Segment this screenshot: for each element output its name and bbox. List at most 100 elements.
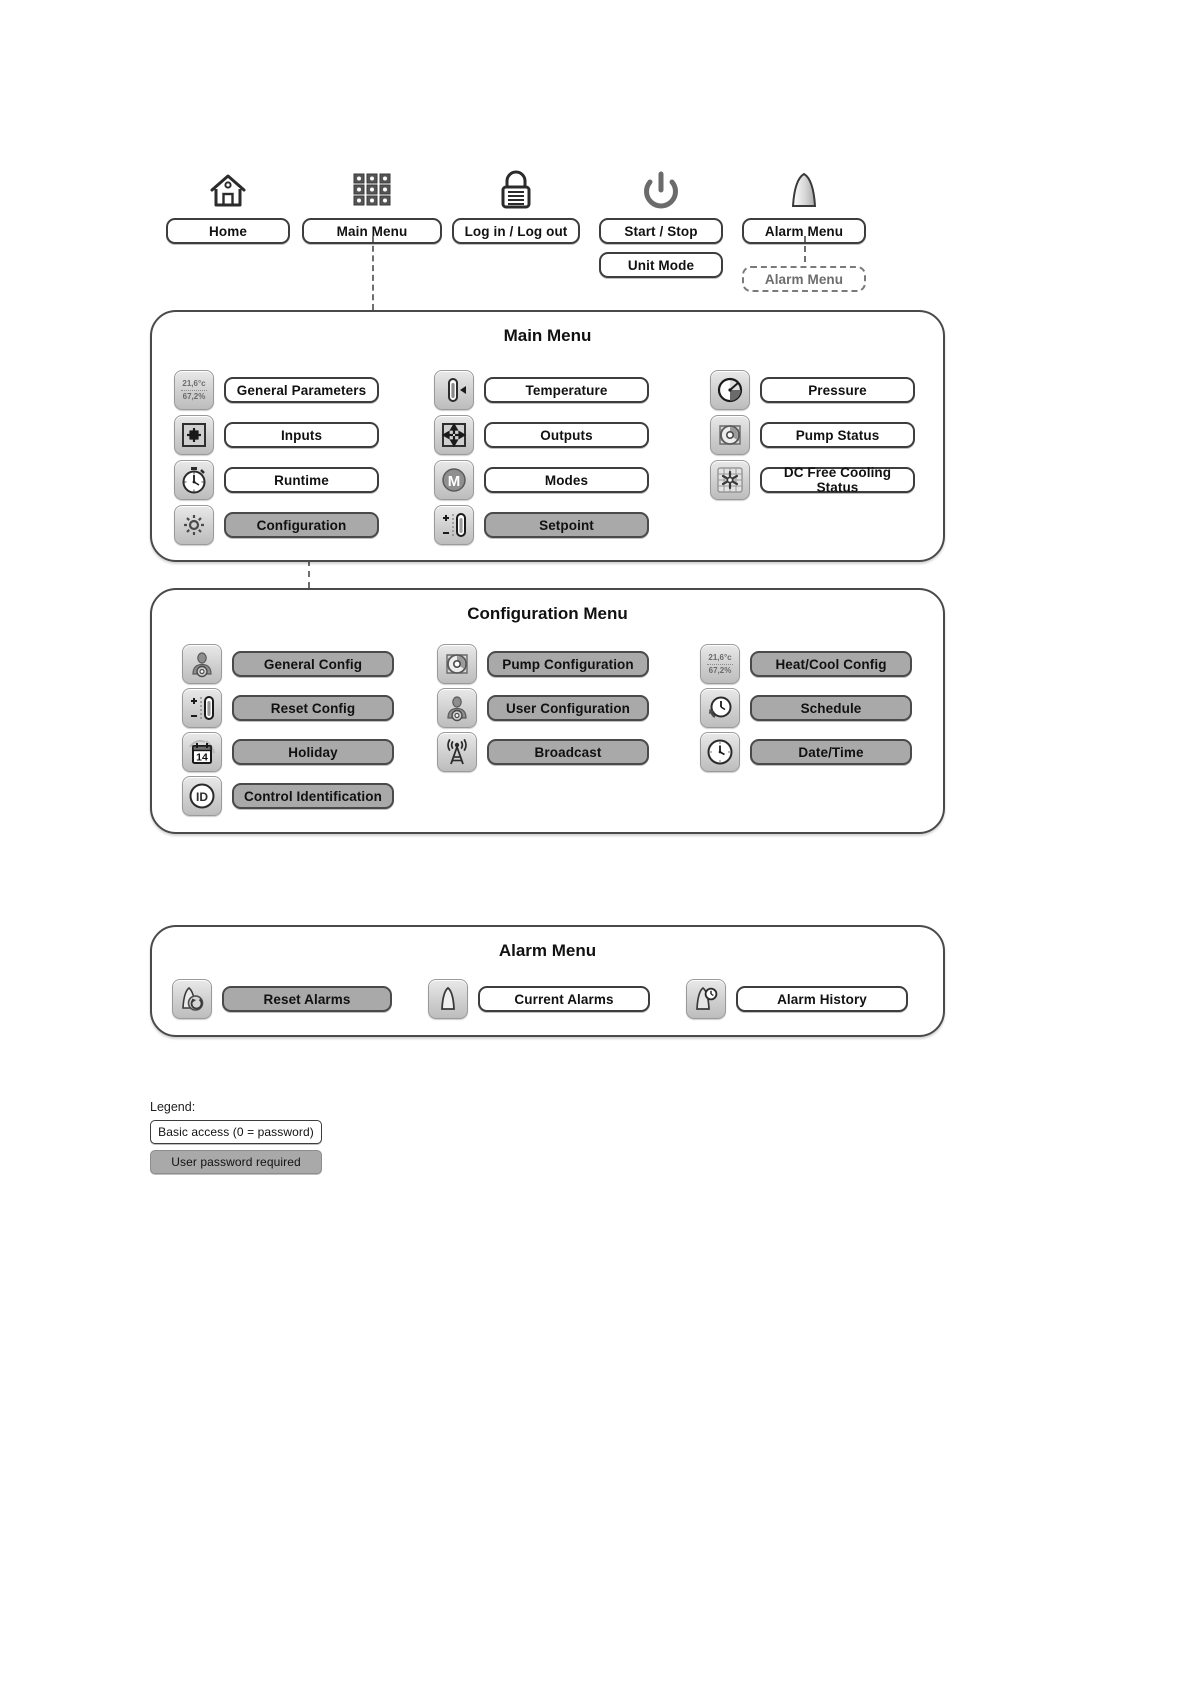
alarm-row-reset-alarms[interactable]: Reset Alarms: [172, 979, 392, 1019]
config-row-heat-cool-config[interactable]: 21,6°c 67,2% Heat/Cool Config: [700, 644, 912, 684]
button-holiday[interactable]: Holiday: [232, 739, 394, 765]
config-row-general-config[interactable]: General Config: [182, 644, 394, 684]
display-humidity: 67,2%: [708, 665, 732, 675]
menu-row-inputs[interactable]: Inputs: [174, 415, 379, 455]
button-configuration[interactable]: Configuration: [224, 512, 379, 538]
nav-item-home[interactable]: Home: [166, 160, 290, 244]
temp-humidity-display-icon: 21,6°c 67,2%: [174, 370, 214, 410]
nav-button-unit-mode[interactable]: Unit Mode: [599, 252, 723, 278]
menu-row-outputs[interactable]: Outputs: [434, 415, 649, 455]
nav-button-alarm-menu-ghost[interactable]: Alarm Menu: [742, 266, 866, 292]
bell-clock-icon: [686, 979, 726, 1019]
nav-item-main-menu[interactable]: Main Menu: [302, 160, 442, 244]
calendar-day-number: 14: [196, 752, 208, 764]
button-setpoint[interactable]: Setpoint: [484, 512, 649, 538]
menu-row-runtime[interactable]: Runtime: [174, 460, 379, 500]
id-icon: ID: [182, 776, 222, 816]
menu-row-pump-status[interactable]: Pump Status: [710, 415, 915, 455]
config-row-control-identification[interactable]: ID Control Identification: [182, 776, 394, 816]
setpoint-thermometer-icon: [434, 505, 474, 545]
config-row-schedule[interactable]: Schedule: [700, 688, 912, 728]
button-heat-cool-config[interactable]: Heat/Cool Config: [750, 651, 912, 677]
config-row-holiday[interactable]: 14 Holiday: [182, 732, 394, 772]
mode-m-icon: M: [434, 460, 474, 500]
config-row-date-time[interactable]: Date/Time: [700, 732, 912, 772]
gear-icon: [174, 505, 214, 545]
configuration-menu-panel: Configuration Menu General Config: [150, 588, 945, 834]
menu-grid-icon: [302, 160, 442, 212]
button-temperature[interactable]: Temperature: [484, 377, 649, 403]
gauge-icon: [710, 370, 750, 410]
button-date-time[interactable]: Date/Time: [750, 739, 912, 765]
user-gear-icon: [182, 644, 222, 684]
nav-button-alarm-menu[interactable]: Alarm Menu: [742, 218, 866, 244]
nav-button-home[interactable]: Home: [166, 218, 290, 244]
alarm-row-alarm-history[interactable]: Alarm History: [686, 979, 908, 1019]
button-pressure[interactable]: Pressure: [760, 377, 915, 403]
stopwatch-icon: [174, 460, 214, 500]
svg-text:ID: ID: [196, 790, 208, 804]
alarm-row-current-alarms[interactable]: Current Alarms: [428, 979, 650, 1019]
alarm-menu-title: Alarm Menu: [498, 941, 597, 960]
svg-text:M: M: [448, 473, 461, 490]
user-gear-icon: [437, 688, 477, 728]
menu-row-modes[interactable]: M Modes: [434, 460, 649, 500]
menu-row-general-parameters[interactable]: 21,6°c 67,2% General Parameters: [174, 370, 379, 410]
nav-button-start-stop[interactable]: Start / Stop: [599, 218, 723, 244]
button-user-configuration[interactable]: User Configuration: [487, 695, 649, 721]
bell-icon: [428, 979, 468, 1019]
alarm-menu-panel: Alarm Menu Reset Alarms Current Alarms: [150, 925, 945, 1037]
nav-item-start-stop[interactable]: Start / Stop Unit Mode: [599, 160, 723, 278]
setpoint-thermometer-icon: [182, 688, 222, 728]
button-control-identification[interactable]: Control Identification: [232, 783, 394, 809]
config-row-user-configuration[interactable]: User Configuration: [437, 688, 649, 728]
bell-reset-icon: [172, 979, 212, 1019]
connector-configuration: [308, 538, 310, 588]
top-navigation: Home Main Menu: [0, 160, 1191, 292]
config-row-broadcast[interactable]: Broadcast: [437, 732, 649, 772]
pump-icon: [710, 415, 750, 455]
button-reset-alarms[interactable]: Reset Alarms: [222, 986, 392, 1012]
button-general-parameters[interactable]: General Parameters: [224, 377, 379, 403]
button-general-config[interactable]: General Config: [232, 651, 394, 677]
configuration-menu-title: Configuration Menu: [467, 604, 628, 623]
display-temperature: 21,6°c: [182, 378, 206, 388]
connector-main-menu: [372, 236, 374, 310]
bell-icon: [742, 160, 866, 212]
button-current-alarms[interactable]: Current Alarms: [478, 986, 650, 1012]
menu-row-configuration[interactable]: Configuration: [174, 505, 379, 545]
menu-row-pressure[interactable]: Pressure: [710, 370, 915, 410]
button-alarm-history[interactable]: Alarm History: [736, 986, 908, 1012]
button-pump-configuration[interactable]: Pump Configuration: [487, 651, 649, 677]
config-row-pump-configuration[interactable]: Pump Configuration: [437, 644, 649, 684]
free-cooling-icon: [710, 460, 750, 500]
calendar-icon: 14: [182, 732, 222, 772]
main-menu-title: Main Menu: [503, 326, 592, 345]
legend-title: Legend:: [150, 1100, 196, 1114]
button-outputs[interactable]: Outputs: [484, 422, 649, 448]
button-modes[interactable]: Modes: [484, 467, 649, 493]
nav-button-login-logout[interactable]: Log in / Log out: [452, 218, 580, 244]
nav-item-login-logout[interactable]: Log in / Log out: [452, 160, 580, 244]
button-reset-config[interactable]: Reset Config: [232, 695, 394, 721]
button-dc-free-cooling-status[interactable]: DC Free Cooling Status: [760, 465, 915, 495]
button-inputs[interactable]: Inputs: [224, 422, 379, 448]
button-runtime[interactable]: Runtime: [224, 467, 379, 493]
button-pump-status[interactable]: Pump Status: [760, 422, 915, 448]
nav-item-alarm-menu[interactable]: Alarm Menu Alarm Menu: [742, 160, 866, 292]
config-row-reset-config[interactable]: Reset Config: [182, 688, 394, 728]
house-icon: [166, 160, 290, 212]
main-menu-panel: Main Menu 21,6°c 67,2% General Parameter…: [150, 310, 945, 562]
clock-arrow-icon: [700, 688, 740, 728]
thermometer-icon: [434, 370, 474, 410]
power-icon: [599, 160, 723, 212]
pump-icon: [437, 644, 477, 684]
menu-row-dc-free-cooling-status[interactable]: DC Free Cooling Status: [710, 460, 915, 500]
menu-row-setpoint[interactable]: Setpoint: [434, 505, 649, 545]
button-schedule[interactable]: Schedule: [750, 695, 912, 721]
button-broadcast[interactable]: Broadcast: [487, 739, 649, 765]
menu-row-temperature[interactable]: Temperature: [434, 370, 649, 410]
padlock-icon: [452, 160, 580, 212]
legend-basic-access: Basic access (0 = password): [150, 1120, 322, 1144]
display-temperature: 21,6°c: [708, 652, 732, 662]
